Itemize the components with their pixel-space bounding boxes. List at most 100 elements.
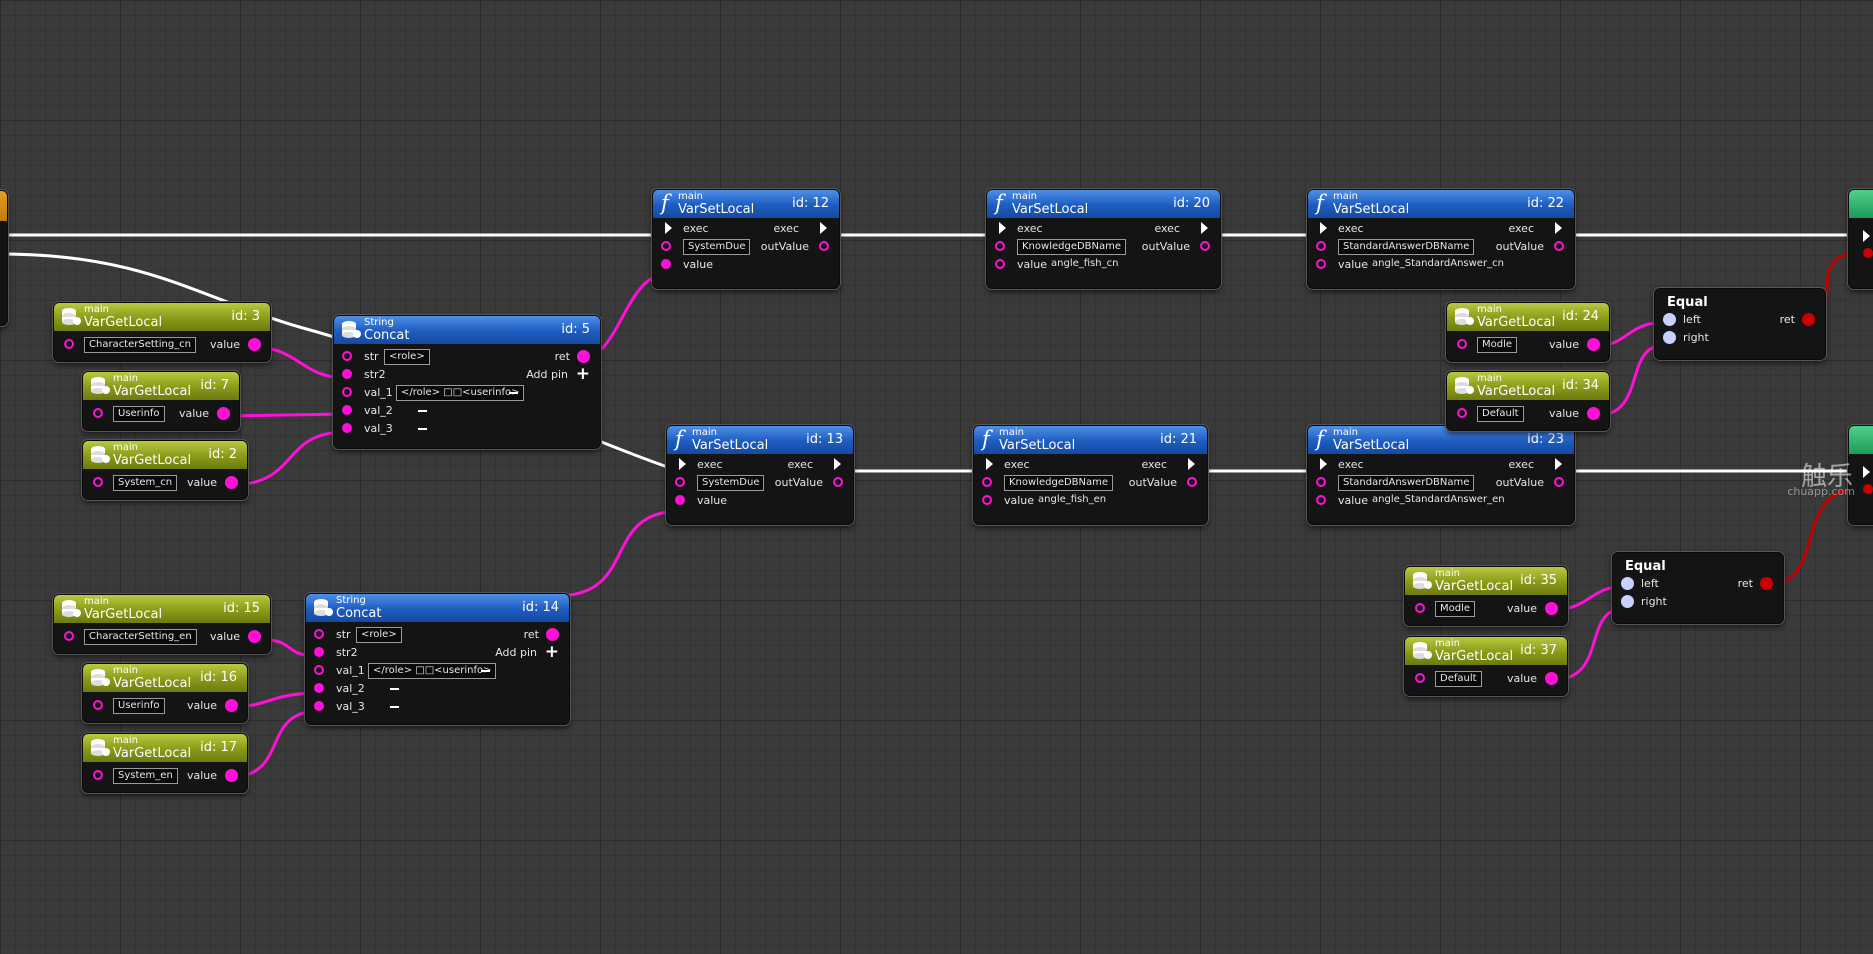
input-pin[interactable] bbox=[661, 241, 671, 251]
input-pin[interactable] bbox=[982, 477, 992, 487]
output-pin[interactable] bbox=[248, 630, 261, 643]
input-pin[interactable] bbox=[64, 339, 74, 349]
input-pin[interactable] bbox=[342, 351, 352, 361]
var-name-field[interactable]: Default bbox=[1477, 406, 1524, 422]
input-pin[interactable] bbox=[1316, 495, 1326, 505]
input-pin[interactable] bbox=[1316, 259, 1326, 269]
input-pin[interactable] bbox=[314, 665, 324, 675]
val-field[interactable]: </role> □□<userinfo> bbox=[368, 663, 497, 679]
input-pin[interactable] bbox=[93, 700, 103, 710]
exec-out-pin[interactable] bbox=[1555, 458, 1562, 470]
output-pin[interactable] bbox=[1802, 313, 1815, 326]
input-pin[interactable] bbox=[1621, 577, 1634, 590]
exec-out-pin[interactable] bbox=[1555, 222, 1562, 234]
output-pin[interactable] bbox=[1545, 672, 1558, 685]
input-pin[interactable] bbox=[93, 770, 103, 780]
input-pin[interactable] bbox=[1621, 595, 1634, 608]
exec-in-pin[interactable] bbox=[1320, 458, 1327, 470]
input-pin[interactable] bbox=[314, 683, 324, 693]
output-pin[interactable] bbox=[1760, 577, 1773, 590]
input-pin[interactable] bbox=[93, 408, 103, 418]
remove-pin-button[interactable] bbox=[390, 688, 399, 690]
input-pin[interactable] bbox=[675, 495, 685, 505]
remove-pin-button[interactable] bbox=[418, 428, 427, 430]
input-pin[interactable] bbox=[675, 477, 685, 487]
input-pin[interactable] bbox=[1457, 408, 1467, 418]
input-pin[interactable] bbox=[995, 241, 1005, 251]
value-field[interactable]: angle_fish_cn bbox=[1051, 258, 1119, 269]
remove-pin-button[interactable] bbox=[390, 706, 399, 708]
node-header[interactable]: Equal bbox=[1655, 289, 1825, 311]
input-pin[interactable] bbox=[93, 477, 103, 487]
exec-in-pin[interactable] bbox=[1320, 222, 1327, 234]
input-pin[interactable] bbox=[314, 629, 324, 639]
output-pin[interactable] bbox=[1187, 477, 1197, 487]
input-pin[interactable] bbox=[1316, 477, 1326, 487]
var-name-field[interactable]: CharacterSetting_en bbox=[84, 629, 197, 645]
input-pin[interactable] bbox=[1415, 603, 1425, 613]
remove-pin-button[interactable] bbox=[418, 410, 427, 412]
input-pin[interactable] bbox=[314, 647, 324, 657]
input-pin[interactable] bbox=[342, 369, 352, 379]
exec-out-pin[interactable] bbox=[820, 222, 827, 234]
value-field[interactable]: angle_StandardAnswer_en bbox=[1372, 494, 1505, 505]
exec-in-pin[interactable] bbox=[999, 222, 1006, 234]
output-pin[interactable] bbox=[225, 699, 238, 712]
add-pin-button[interactable]: + bbox=[544, 642, 559, 662]
input-pin[interactable] bbox=[1457, 339, 1467, 349]
str-field[interactable]: <role> bbox=[384, 349, 430, 365]
val-field[interactable]: </role> □□<userinfo> bbox=[396, 385, 525, 401]
var-name-field[interactable]: SystemDue bbox=[697, 475, 765, 491]
var-name-field[interactable]: StandardAnswerDBName bbox=[1338, 475, 1475, 491]
remove-pin-button[interactable] bbox=[481, 670, 490, 672]
output-pin[interactable] bbox=[1200, 241, 1210, 251]
value-field[interactable]: angle_StandardAnswer_cn bbox=[1372, 258, 1504, 269]
exec-in-pin[interactable] bbox=[986, 458, 993, 470]
exec-out-pin[interactable] bbox=[834, 458, 841, 470]
str-field[interactable]: <role> bbox=[356, 627, 402, 643]
input-pin[interactable] bbox=[314, 701, 324, 711]
output-pin[interactable] bbox=[819, 241, 829, 251]
output-pin[interactable] bbox=[225, 476, 238, 489]
output-pin[interactable] bbox=[217, 407, 230, 420]
output-pin[interactable] bbox=[1545, 602, 1558, 615]
input-pin[interactable] bbox=[1663, 331, 1676, 344]
var-name-field[interactable]: StandardAnswerDBName bbox=[1338, 239, 1475, 255]
node-header[interactable]: Equal bbox=[1613, 553, 1783, 575]
var-name-field[interactable]: Default bbox=[1435, 671, 1482, 687]
var-name-field[interactable]: Modle bbox=[1435, 601, 1476, 617]
var-name-field[interactable]: System_en bbox=[113, 768, 178, 784]
exec-out-pin[interactable] bbox=[1201, 222, 1208, 234]
output-pin[interactable] bbox=[833, 477, 843, 487]
exec-in-pin[interactable] bbox=[679, 458, 686, 470]
var-name-field[interactable]: Userinfo bbox=[113, 406, 165, 422]
output-pin[interactable] bbox=[1587, 338, 1600, 351]
input-pin[interactable] bbox=[1663, 313, 1676, 326]
partial-node-left[interactable] bbox=[0, 190, 8, 326]
add-pin-button[interactable]: + bbox=[575, 364, 590, 384]
output-pin[interactable] bbox=[248, 338, 261, 351]
